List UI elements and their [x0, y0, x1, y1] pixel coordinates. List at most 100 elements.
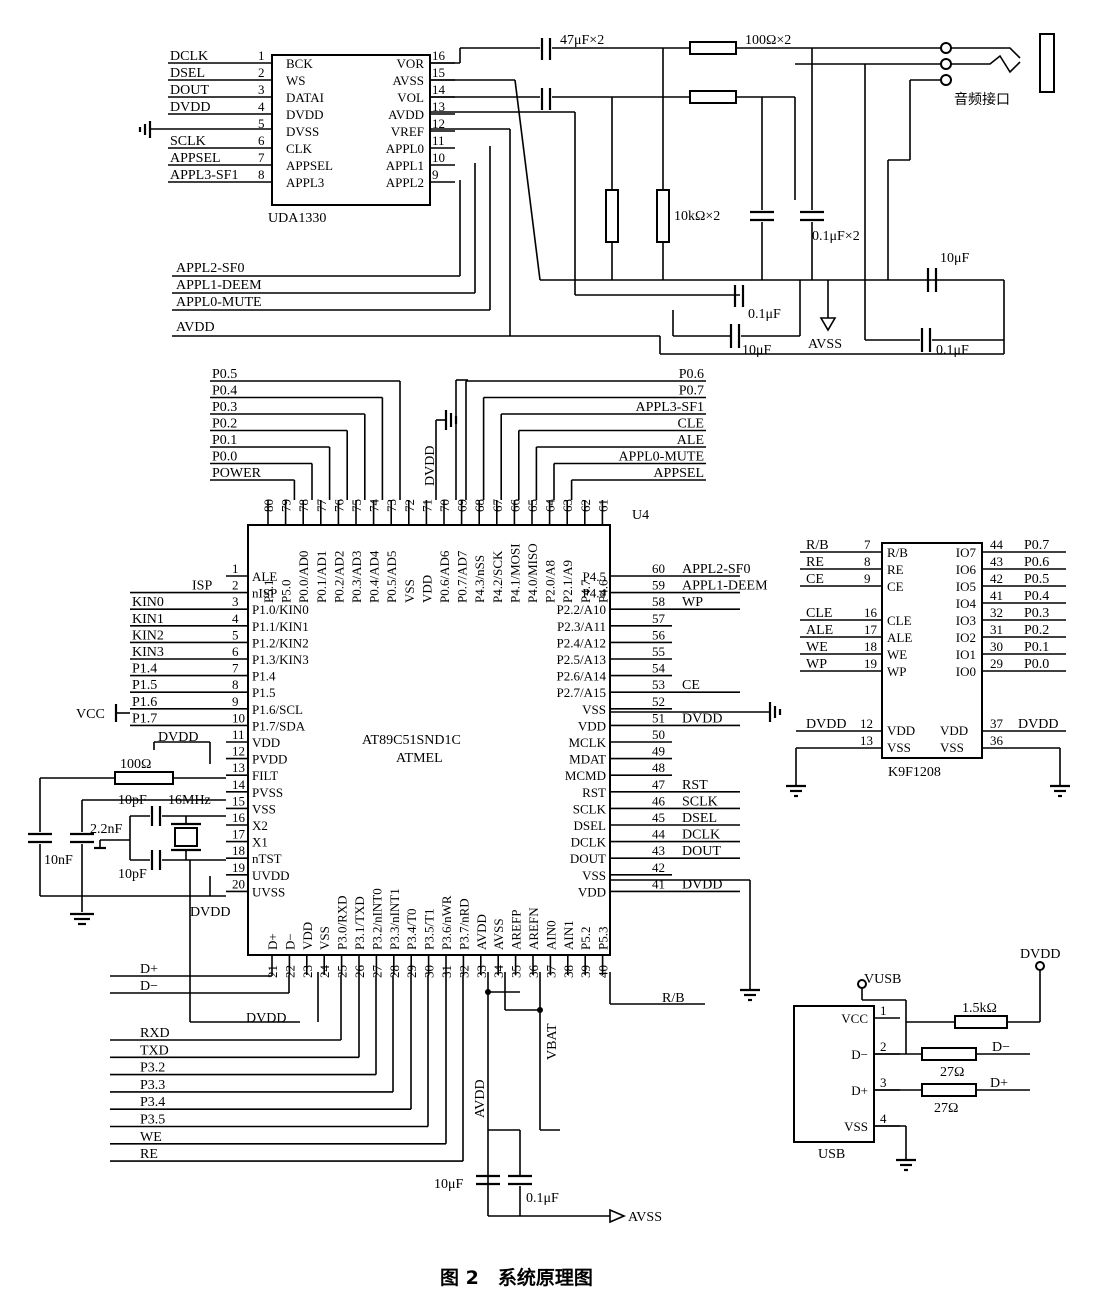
flash-left-name: RE — [887, 562, 904, 577]
usb-pin-num: 3 — [880, 1075, 887, 1090]
uda-left-net: DCLK — [170, 49, 208, 64]
mcu-bottom-name: P3.5/T1 — [422, 908, 437, 950]
mcu-right-name: P4.4 — [583, 586, 607, 601]
flash-left-name: ALE — [887, 630, 912, 645]
mcu-right-net: DSEL — [682, 811, 717, 826]
avss-arrow-icon — [819, 317, 837, 332]
flash-left-name: CE — [887, 579, 904, 594]
mcu-left-name: VDD — [252, 735, 280, 750]
mcu-bottom-name: AVDD — [474, 914, 489, 950]
flash-right-net: P0.0 — [1024, 657, 1049, 672]
mcu-right-num: 42 — [652, 860, 665, 875]
mcu-right-name: P2.7/A15 — [557, 685, 606, 700]
r-out-left — [689, 41, 737, 55]
flash-left-num: 7 — [864, 537, 871, 552]
mcu-left-num: 13 — [232, 760, 245, 775]
net-appl0-mute: APPL0-MUTE — [176, 295, 262, 310]
mcu-topnet-right: APPSEL — [653, 466, 704, 481]
jack-label: 音频接口 — [954, 91, 1010, 108]
flash-right-net: P0.5 — [1024, 572, 1049, 587]
usb-pin-num: 1 — [880, 1003, 887, 1018]
mcu-top-name: P4.0/MISO — [525, 543, 540, 603]
mcu-left-num: 12 — [232, 744, 245, 759]
net-avdd: AVDD — [176, 320, 215, 335]
mcu-left-name: PVSS — [252, 785, 283, 800]
mcu-bottom-num: 25 — [335, 965, 350, 978]
mcu-left-net: P1.5 — [132, 678, 157, 693]
r-dm-label: 27Ω — [940, 1065, 964, 1080]
mcu-bottom-net: P3.5 — [140, 1113, 165, 1128]
flash-vss-left-name: VSS — [887, 740, 911, 755]
mcu-left-num: 8 — [232, 677, 239, 692]
mcu-bottom-net: D+ — [140, 962, 158, 977]
mcu-bottom-name: P3.0/RXD — [335, 895, 350, 950]
uda-right-name: APPL2 — [386, 175, 424, 190]
mcu-right-name: VSS — [582, 702, 606, 717]
usb-net-dp: D+ — [990, 1076, 1008, 1091]
mcu-left-num: 9 — [232, 694, 239, 709]
avss-label: AVSS — [808, 337, 842, 352]
flash-right-num: 42 — [990, 571, 1003, 586]
uda-right-num: 9 — [432, 167, 439, 182]
mcu-top-num: 70 — [437, 499, 452, 512]
flash-vdd-right-net: DVDD — [1018, 717, 1058, 732]
flash-left-num: 8 — [864, 554, 871, 569]
mcu-dvdd-top: DVDD — [423, 446, 438, 486]
mcu-left-name: UVDD — [252, 868, 290, 883]
mcu-top-num: 75 — [349, 499, 364, 512]
mcu-bottom-net: WE — [140, 1130, 162, 1145]
r-load-1 — [605, 189, 619, 243]
mcu-top-num: 79 — [279, 499, 294, 512]
mcu-left-num: 2 — [232, 578, 239, 593]
flash-left-num: 19 — [864, 656, 877, 671]
mcu-bottom-name: P3.4/T0 — [404, 908, 419, 950]
uda-left-num: 3 — [258, 82, 265, 97]
flash-right-net: P0.4 — [1024, 589, 1049, 604]
mcu-chip — [247, 524, 611, 956]
flash-right-net: P0.7 — [1024, 538, 1049, 553]
c-filter-label: 0.1μF×2 — [812, 229, 860, 244]
uda1330-right-pins: 16VOR15AVSS14VOL13AVDD12VREF11APPL010APP… — [386, 48, 455, 190]
mcu-bottom-name: P3.2/nINT0 — [369, 888, 384, 950]
mcu-bottom-num: 26 — [352, 965, 367, 979]
mcu-left-name: P1.3/KIN3 — [252, 652, 309, 667]
uda1330-name: UDA1330 — [268, 211, 326, 226]
mcu-section: U4 AT89C51SND1C ATMEL 80P5.179P5.078P0.0… — [28, 367, 782, 1225]
mcu-bottom-net: RE — [140, 1147, 158, 1162]
uda-left-num: 7 — [258, 150, 265, 165]
mcu-left-net: KIN3 — [132, 645, 164, 660]
mcu-right-name: P2.6/A14 — [557, 669, 607, 684]
mcu-dvdd-bottom: DVDD — [246, 1011, 286, 1026]
flash-left-net: RE — [806, 555, 824, 570]
mcu-bottom-num: 29 — [404, 965, 419, 978]
mcu-right-name: P4.5 — [583, 569, 606, 584]
mcu-right-num: 46 — [652, 793, 666, 808]
mcu-topnet-right: CLE — [678, 417, 704, 432]
mcu-left-num: 1 — [232, 561, 239, 576]
uda-left-num: 6 — [258, 133, 265, 148]
mcu-right-net: RST — [682, 778, 708, 793]
uda1330-chip — [271, 54, 431, 206]
usb-pin-name: VSS — [844, 1119, 868, 1134]
mcu-top-name: P4.1/MOSI — [507, 543, 522, 603]
usb-pin-num: 4 — [880, 1111, 887, 1126]
mcu-top-name: P0.2/AD2 — [331, 551, 346, 603]
avdd-c2-label: 0.1μF — [526, 1191, 559, 1206]
mcu-left-name: PVDD — [252, 752, 287, 767]
mcu-left-num: 3 — [232, 594, 239, 609]
mcu-top-num: 62 — [578, 499, 593, 512]
flash-left-net: R/B — [806, 538, 829, 553]
flash-left-net: CE — [806, 572, 824, 587]
mcu-top-name: P5.1 — [261, 580, 276, 603]
uda-left-num: 5 — [258, 116, 265, 131]
mcu-left-name: P1.6/SCL — [252, 702, 303, 717]
mcu-right-net: APPL1-DEEM — [682, 579, 768, 594]
flash-left-name: R/B — [887, 545, 908, 560]
mcu-topnet-left: P0.5 — [212, 367, 237, 382]
uda-left-net: APPSEL — [170, 151, 221, 166]
uda-right-name: AVSS — [392, 73, 424, 88]
avdd-c1-label: 10μF — [434, 1177, 464, 1192]
mcu-left-name: X1 — [252, 835, 268, 850]
